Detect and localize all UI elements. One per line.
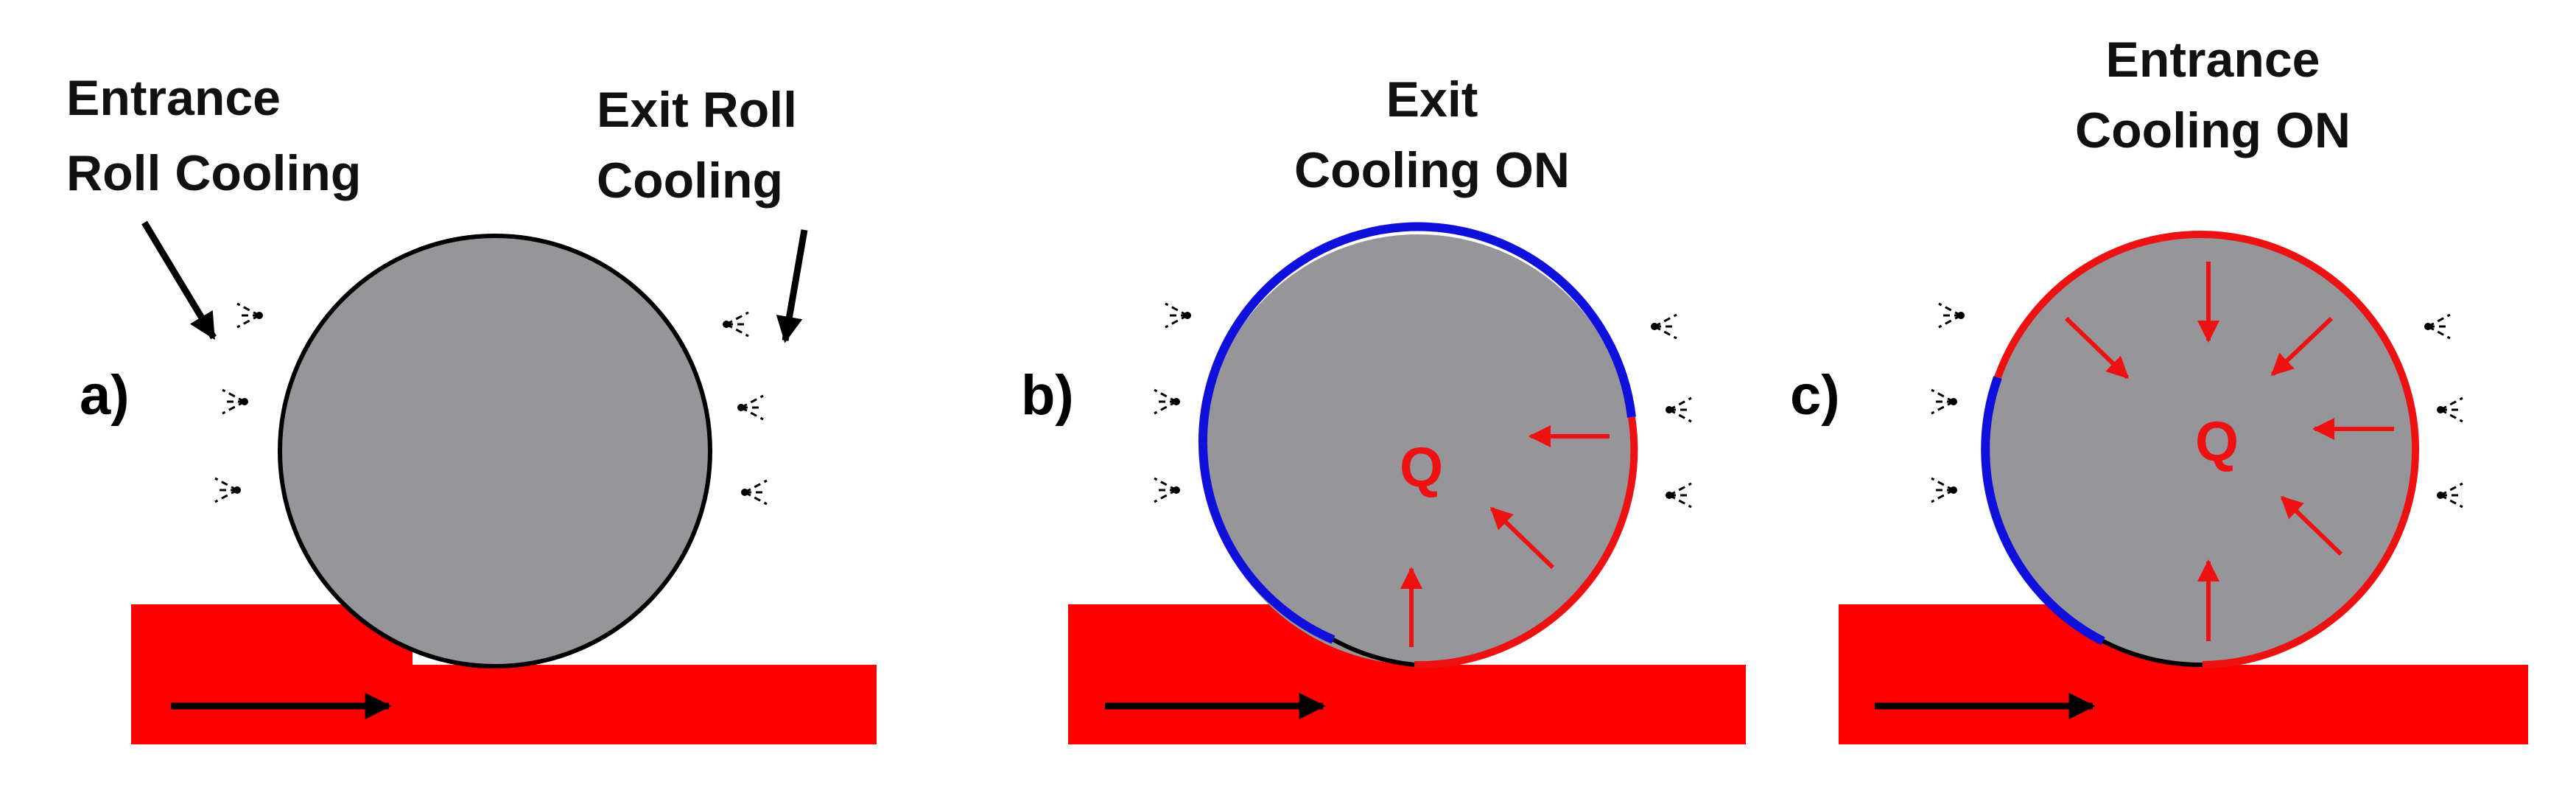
entrance-spray-nozzle-icon [1930, 477, 1959, 503]
panel-c: Q Entrance Cooling ON c) [1790, 32, 2534, 744]
heat-flow-arrow-icon [2270, 316, 2334, 377]
exit-spray-nozzle-icon [1664, 396, 1693, 423]
exit-spray-nozzle-icon [740, 479, 768, 506]
heat-flow-arrow-icon [1489, 506, 1555, 570]
panel-c-title-line2: Cooling ON [2075, 102, 2351, 158]
exit-spray-nozzle-icon [1664, 482, 1693, 509]
exit-spray-nozzle-icon [721, 311, 750, 338]
exit-label-line1: Exit Roll [597, 82, 797, 138]
cooled-surface-arc [1198, 222, 1636, 644]
entrance-label-line1: Entrance [66, 70, 281, 126]
panel-letter-b: b) [1021, 364, 1074, 427]
entrance-label-line2: Roll Cooling [66, 145, 361, 201]
panel-b-title-line1: Exit [1386, 71, 1478, 127]
entrance-spray-nozzle-icon [1164, 302, 1193, 329]
panel-letter-c: c) [1790, 364, 1840, 427]
heat-symbol: Q [1400, 436, 1443, 499]
exit-spray-nozzle-icon [2423, 313, 2452, 340]
exit-label-line2: Cooling [597, 153, 783, 209]
cooled-surface-arc [1981, 375, 2105, 646]
contact-arc [2102, 639, 2203, 668]
work-roll [278, 234, 712, 668]
exit-spray-nozzle-icon [736, 394, 765, 421]
entrance-spray-nozzle-icon [1153, 477, 1182, 503]
contact-arc [1332, 637, 1415, 667]
hot-surface-arc [1414, 416, 1638, 669]
exit-spray-nozzle-icon [2435, 482, 2464, 509]
heat-symbol: Q [2195, 411, 2239, 473]
exit-spray-nozzle-icon [1649, 313, 1678, 340]
entrance-pointer-arrow-icon [141, 220, 217, 340]
panel-b: Q Exit Cooling ON b) [1021, 71, 1753, 744]
panel-a: Entrance Roll Cooling Exit Roll Cooling … [66, 70, 884, 744]
panel-c-title-line1: Entrance [2106, 32, 2320, 88]
heat-flow-arrow-icon [2064, 316, 2130, 380]
entrance-spray-nozzle-icon [221, 388, 250, 415]
entrance-spray-nozzle-icon [214, 477, 242, 503]
panel-b-title-line2: Cooling ON [1294, 142, 1570, 198]
exit-spray-nozzle-icon [2435, 396, 2464, 423]
heat-flow-arrow-icon [2280, 495, 2343, 556]
entrance-spray-nozzle-icon [1153, 388, 1182, 415]
entrance-spray-nozzle-icon [1930, 388, 1959, 415]
entrance-spray-nozzle-icon [236, 302, 264, 329]
entrance-spray-nozzle-icon [1937, 302, 1966, 329]
work-roll [1987, 234, 2418, 665]
exit-pointer-arrow-icon [776, 229, 808, 343]
hot-surface-arc [1994, 231, 2420, 668]
panel-letter-a: a) [80, 364, 130, 427]
work-roll [1203, 234, 1633, 665]
